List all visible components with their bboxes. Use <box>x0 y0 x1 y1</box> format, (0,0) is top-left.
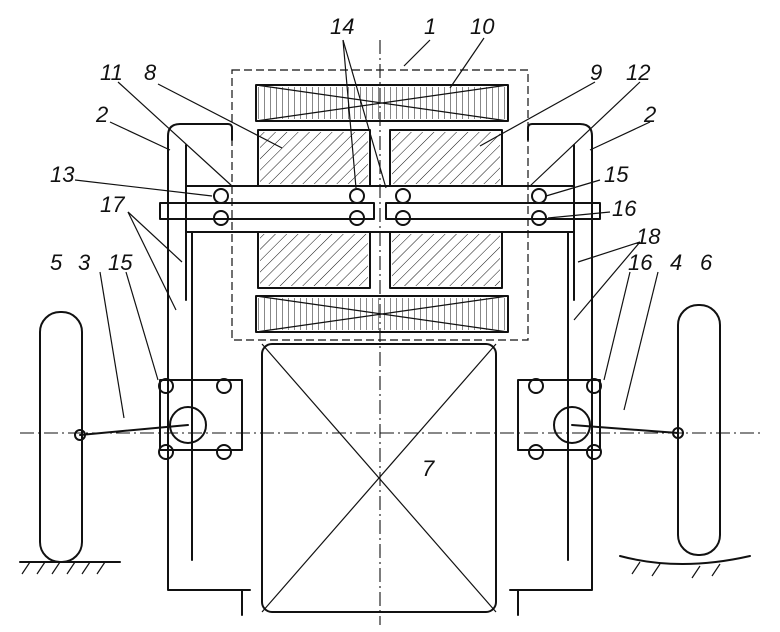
label-13: 13 <box>50 162 75 187</box>
wheel-right <box>677 304 721 556</box>
label-2-right: 2 <box>643 102 656 127</box>
label-12: 12 <box>626 60 650 85</box>
top-coil <box>255 84 509 122</box>
number-labels: 1 10 14 11 8 9 12 2 2 13 15 17 16 18 5 3… <box>50 14 713 481</box>
label-2-left: 2 <box>95 102 108 127</box>
label-1: 1 <box>424 14 436 39</box>
bearings-row <box>213 188 547 226</box>
left-frame <box>167 123 251 591</box>
label-17: 17 <box>100 192 125 217</box>
label-10: 10 <box>470 14 495 39</box>
label-11: 11 <box>100 60 123 85</box>
arm-left <box>79 424 189 436</box>
label-15-left: 15 <box>108 250 133 275</box>
ground-right <box>619 555 751 579</box>
bottom-coil <box>255 295 509 333</box>
label-4: 4 <box>670 250 682 275</box>
label-14: 14 <box>330 14 354 39</box>
label-3: 3 <box>78 250 91 275</box>
pivot-left <box>74 429 86 441</box>
main-shaft <box>159 144 601 301</box>
label-7: 7 <box>422 456 435 481</box>
ground-left <box>19 561 121 575</box>
right-hub <box>517 378 602 460</box>
housing-outline <box>231 69 529 341</box>
rotor-block-lower-right <box>389 231 503 289</box>
leader-lines <box>74 37 659 419</box>
left-hub <box>158 378 243 460</box>
label-16-lower: 16 <box>628 250 653 275</box>
label-5: 5 <box>50 250 63 275</box>
label-18: 18 <box>636 224 661 249</box>
label-16-upper: 16 <box>612 196 637 221</box>
label-15-right: 15 <box>604 162 629 187</box>
right-frame <box>509 123 593 591</box>
box-7 <box>261 343 497 613</box>
label-6: 6 <box>700 250 713 275</box>
label-9: 9 <box>590 60 602 85</box>
label-8: 8 <box>144 60 157 85</box>
rotor-block-lower-left <box>257 231 371 289</box>
arm-right <box>571 424 679 434</box>
